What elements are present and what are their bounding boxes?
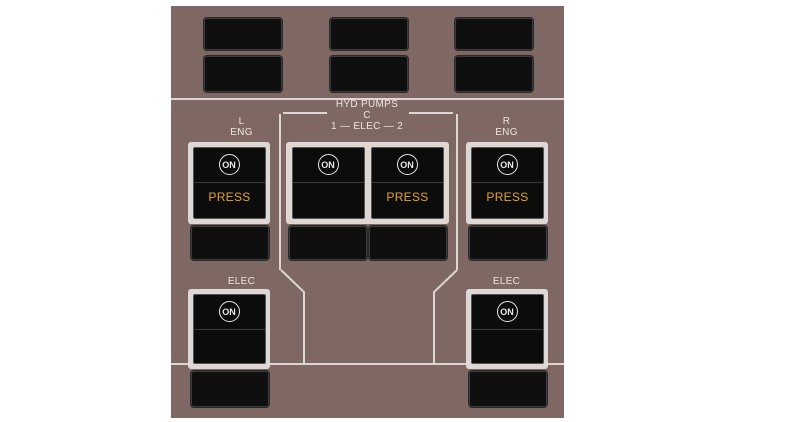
- c-elec-1-pump-switch[interactable]: ON: [292, 147, 365, 219]
- r-eng-label: ENG: [495, 127, 518, 138]
- switch-upper: [293, 148, 364, 183]
- r-eng-pump-switch[interactable]: ON PRESS: [471, 147, 544, 219]
- on-indicator: ON: [496, 154, 518, 175]
- hyd-pumps-panel: HYD PUMPS C 1 — ELEC — 2 L ENG R ENG ELE…: [171, 6, 564, 418]
- on-indicator: ON: [218, 154, 240, 175]
- switch-upper: [194, 295, 265, 330]
- divider-line: [283, 112, 327, 114]
- divider-line: [279, 114, 281, 270]
- blank-module: [204, 56, 282, 92]
- l-eng-label: L: [238, 116, 245, 127]
- hyd-pumps-title: HYD PUMPS: [335, 99, 399, 110]
- blank-module: [191, 371, 269, 407]
- l-eng-label: ENG: [230, 127, 253, 138]
- divider-line: [409, 112, 453, 114]
- r-elec-pump-switch[interactable]: ON: [471, 294, 544, 364]
- switch-upper: [372, 148, 443, 183]
- hyd-pumps-subtitle: C: [363, 110, 371, 121]
- press-indicator: PRESS: [208, 190, 251, 204]
- press-indicator: PRESS: [486, 190, 529, 204]
- blank-module: [369, 226, 447, 260]
- on-indicator: ON: [396, 154, 418, 175]
- switch-upper: [472, 295, 543, 330]
- blank-module: [469, 226, 547, 260]
- divider-line: [171, 363, 564, 365]
- blank-module: [204, 18, 282, 50]
- blank-module: [330, 56, 408, 92]
- switch-upper: [472, 148, 543, 183]
- c-elec-2-pump-switch[interactable]: ON PRESS: [371, 147, 444, 219]
- divider-line: [456, 114, 458, 270]
- l-elec-pump-switch[interactable]: ON: [193, 294, 266, 364]
- blank-module: [191, 226, 269, 260]
- switch-upper: [194, 148, 265, 183]
- l-eng-pump-switch[interactable]: ON PRESS: [193, 147, 266, 219]
- blank-module: [455, 18, 533, 50]
- blank-module: [455, 56, 533, 92]
- on-indicator: ON: [496, 301, 518, 322]
- divider-line: [280, 269, 305, 364]
- r-elec-label: ELEC: [492, 276, 521, 287]
- divider-line: [433, 269, 458, 364]
- l-elec-label: ELEC: [227, 276, 256, 287]
- r-eng-label: R: [502, 116, 511, 127]
- on-indicator: ON: [218, 301, 240, 322]
- press-indicator: PRESS: [386, 190, 429, 204]
- blank-module: [330, 18, 408, 50]
- elec-label: 1 — ELEC — 2: [331, 121, 403, 132]
- divider-line: [171, 98, 564, 100]
- blank-module: [469, 371, 547, 407]
- on-indicator: ON: [317, 154, 339, 175]
- blank-module: [289, 226, 367, 260]
